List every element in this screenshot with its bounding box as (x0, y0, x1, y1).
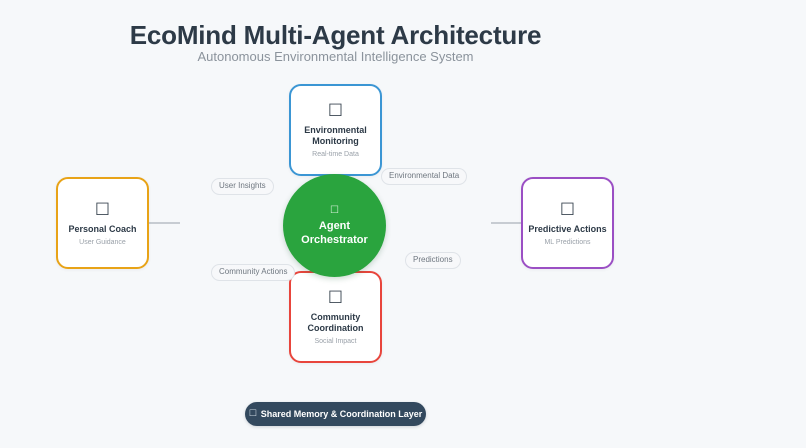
coach-icon: ☐ (94, 199, 111, 220)
edge-label-environmental-data: Environmental Data (381, 168, 468, 185)
sensor-icon: ☐ (327, 101, 344, 121)
prediction-icon: ☐ (559, 199, 576, 220)
memory-icon: ☐ (248, 409, 257, 419)
edge-label-predictions: Predictions (405, 252, 461, 269)
orchestrator-title: Agent Orchestrator (301, 219, 368, 246)
community-icon: ☐ (327, 288, 344, 308)
node-title: Personal Coach (68, 223, 137, 234)
node-subtitle: ML Predictions (544, 238, 591, 246)
shared-memory-badge[interactable]: ☐ Shared Memory & Coordination Layer (245, 402, 426, 426)
shared-memory-label: Shared Memory & Coordination Layer (260, 408, 423, 419)
node-personal-coach[interactable]: ☐ Personal Coach User Guidance (56, 177, 149, 269)
node-subtitle: User Guidance (79, 238, 126, 246)
connector-right (491, 222, 522, 224)
node-title: Environmental Monitoring (304, 125, 367, 146)
node-community-coordination[interactable]: ☐ Community Coordination Social Impact (289, 271, 382, 363)
node-subtitle: Real-time Data (312, 151, 359, 158)
page-title: EcoMind Multi-Agent Architecture (129, 20, 542, 50)
node-title: Community Coordination (307, 312, 364, 333)
node-title: Predictive Actions (528, 223, 607, 234)
connector-left (149, 222, 180, 224)
node-environmental-monitoring[interactable]: ☐ Environmental Monitoring Real-time Dat… (289, 84, 382, 176)
diagram-canvas-right-gutter (671, 0, 806, 448)
orchestrator-icon: ☐ (330, 204, 339, 216)
edge-label-user-insights: User Insights (211, 178, 274, 195)
node-predictive-actions[interactable]: ☐ Predictive Actions ML Predictions (521, 177, 614, 269)
node-agent-orchestrator[interactable]: ☐ Agent Orchestrator (283, 174, 386, 277)
page-subtitle: Autonomous Environmental Intelligence Sy… (197, 49, 474, 64)
node-subtitle: Social Impact (314, 338, 357, 345)
edge-label-community-actions: Community Actions (211, 264, 296, 281)
